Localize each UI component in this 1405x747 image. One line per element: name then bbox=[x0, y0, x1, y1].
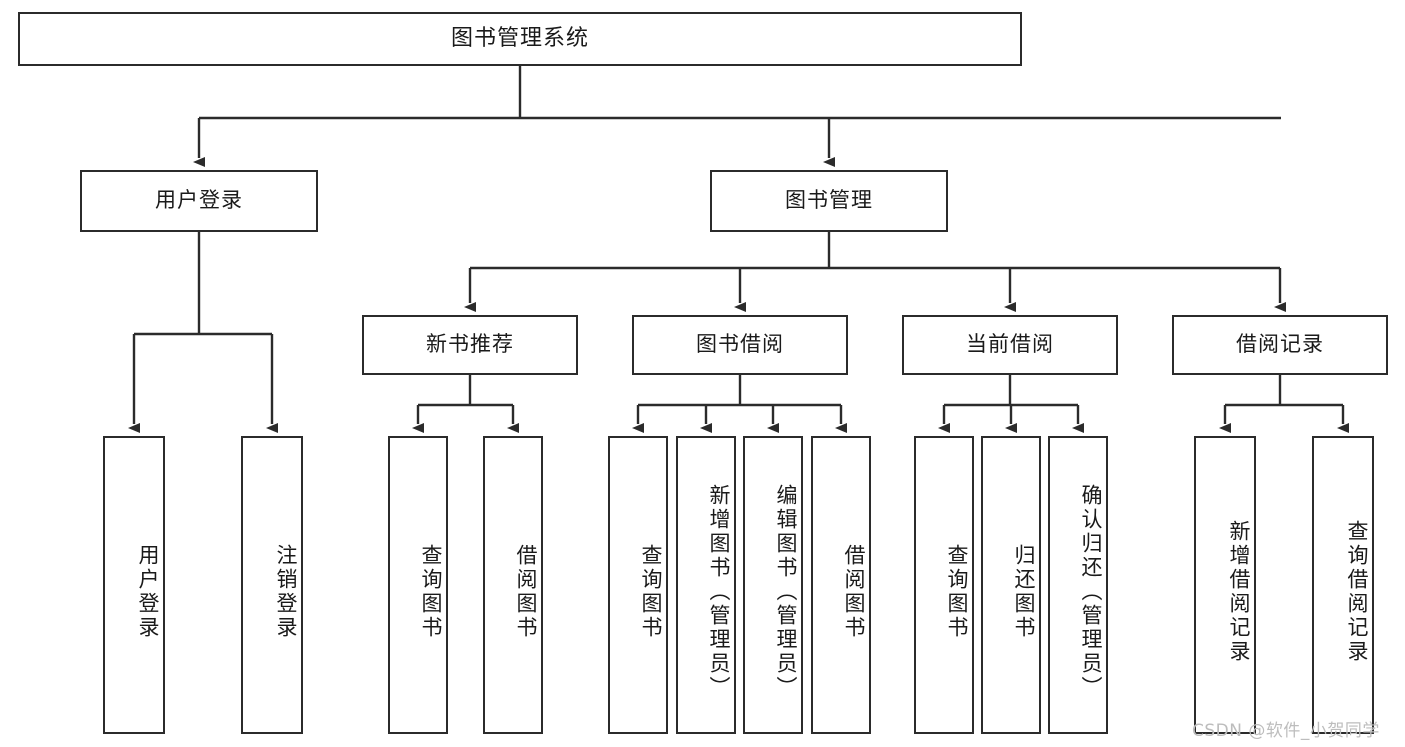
leaf-new-book-borrow-books[interactable]: 借阅图书 bbox=[483, 436, 543, 734]
leaf-user-login-logout[interactable]: 注销登录 bbox=[241, 436, 303, 734]
node-new-book-recommend[interactable]: 新书推荐 bbox=[362, 315, 578, 375]
leaf-user-login-login[interactable]: 用户登录 bbox=[103, 436, 165, 734]
node-book-borrow[interactable]: 图书借阅 bbox=[632, 315, 848, 375]
leaf-book-borrow-edit-book-admin[interactable]: 编辑图书（管理员） bbox=[743, 436, 803, 734]
node-user-login[interactable]: 用户登录 bbox=[80, 170, 318, 232]
leaf-current-borrow-return-books[interactable]: 归还图书 bbox=[981, 436, 1041, 734]
leaf-current-borrow-confirm-return-admin[interactable]: 确认归还（管理员） bbox=[1048, 436, 1108, 734]
node-borrow-record[interactable]: 借阅记录 bbox=[1172, 315, 1388, 375]
node-current-borrow[interactable]: 当前借阅 bbox=[902, 315, 1118, 375]
leaf-new-book-query-books[interactable]: 查询图书 bbox=[388, 436, 448, 734]
csdn-watermark: CSDN @软件_小贺同学 bbox=[1192, 721, 1380, 741]
leaf-borrow-record-add-record[interactable]: 新增借阅记录 bbox=[1194, 436, 1256, 734]
node-book-management[interactable]: 图书管理 bbox=[710, 170, 948, 232]
leaf-borrow-record-query-record[interactable]: 查询借阅记录 bbox=[1312, 436, 1374, 734]
leaf-book-borrow-borrow-books[interactable]: 借阅图书 bbox=[811, 436, 871, 734]
leaf-book-borrow-add-book-admin[interactable]: 新增图书（管理员） bbox=[676, 436, 736, 734]
leaf-book-borrow-query-books[interactable]: 查询图书 bbox=[608, 436, 668, 734]
leaf-current-borrow-query-books[interactable]: 查询图书 bbox=[914, 436, 974, 734]
node-root-book-management-system[interactable]: 图书管理系统 bbox=[18, 12, 1022, 66]
